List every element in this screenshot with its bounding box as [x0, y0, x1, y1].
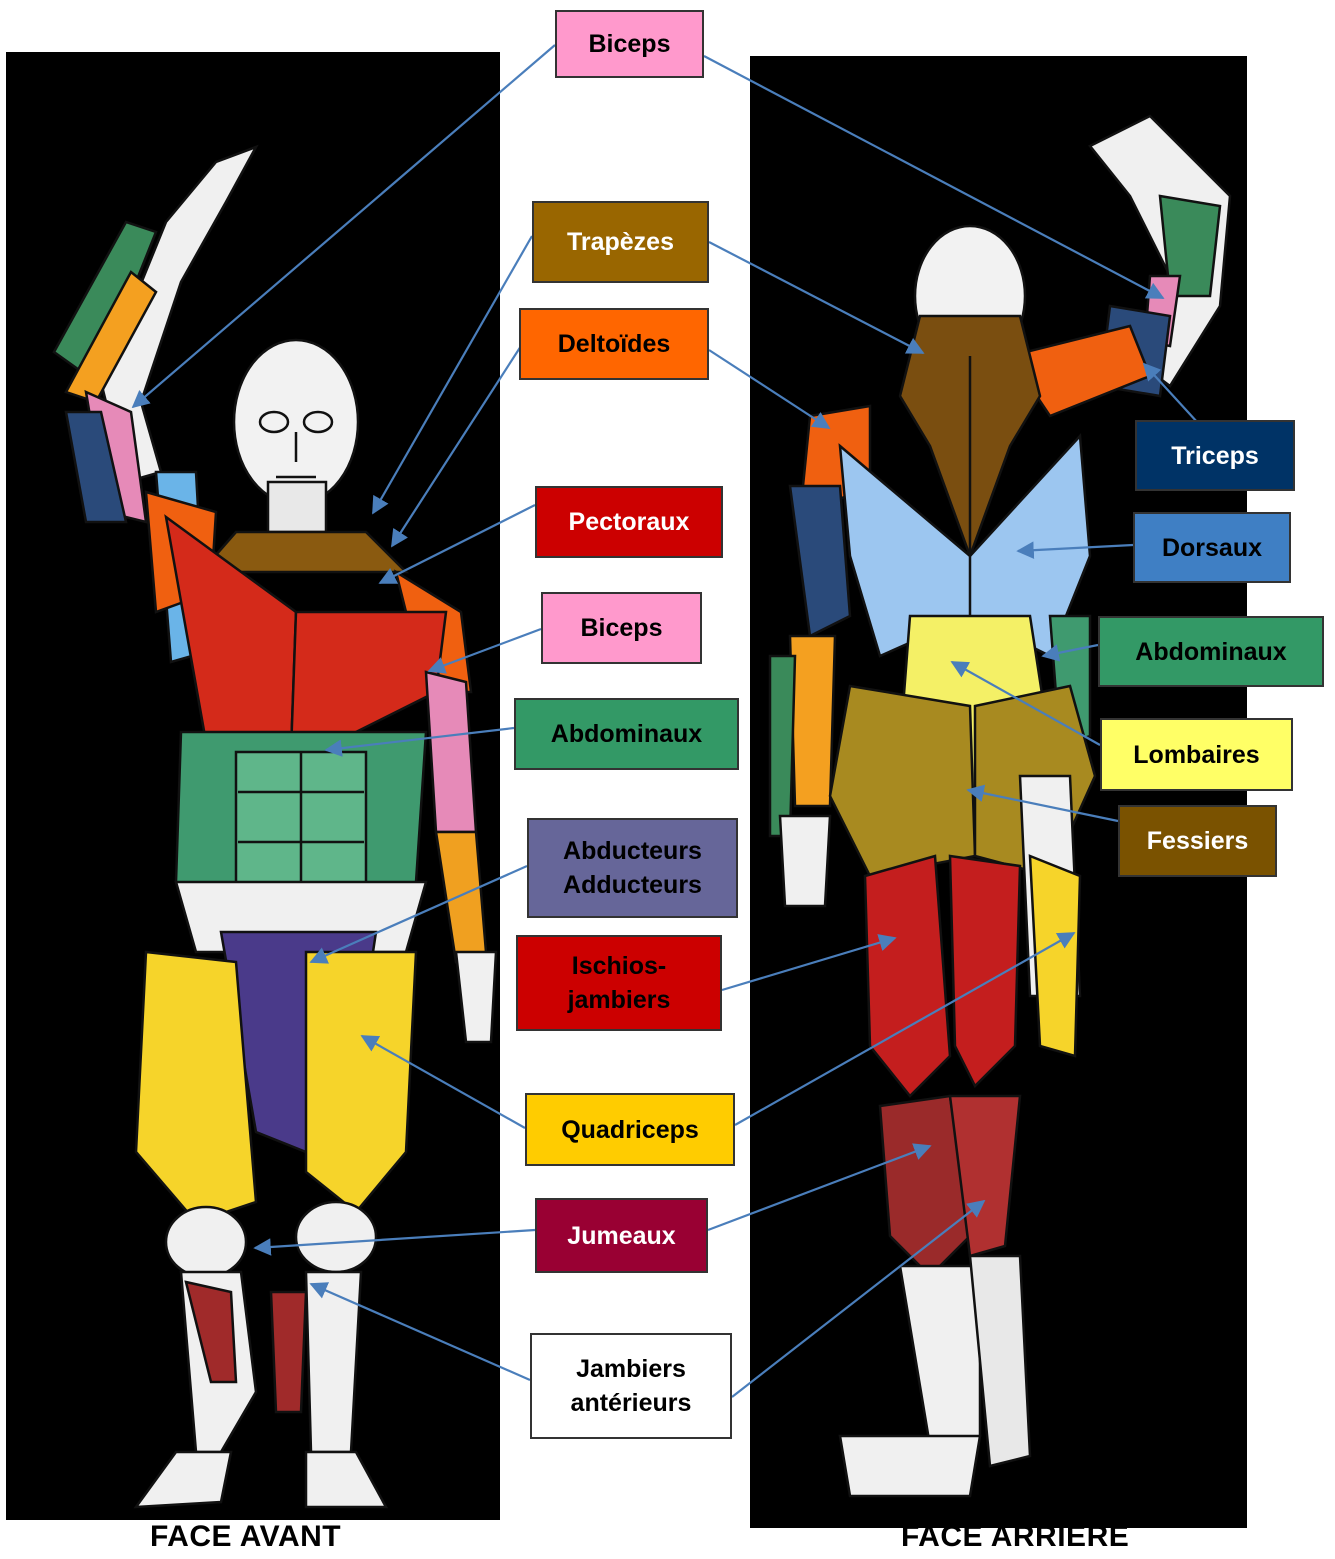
label-biceps-front: Biceps — [541, 592, 702, 664]
label-lombaires: Lombaires — [1100, 718, 1293, 791]
label-biceps-top: Biceps — [555, 10, 704, 78]
label-pectoraux: Pectoraux — [535, 486, 723, 558]
caption-face-avant: FACE AVANT — [150, 1520, 341, 1554]
label-trapezes: Trapèzes — [532, 201, 709, 283]
label-fessiers: Fessiers — [1118, 805, 1277, 877]
label-abducteurs-adducteurs: Abducteurs Adducteurs — [527, 818, 738, 918]
label-quadriceps: Quadriceps — [525, 1093, 735, 1166]
label-abdominaux-front: Abdominaux — [514, 698, 739, 770]
label-jambiers-anterieurs: Jambiers antérieurs — [530, 1333, 732, 1439]
label-dorsaux: Dorsaux — [1133, 512, 1291, 583]
label-abdominaux-back: Abdominaux — [1098, 616, 1324, 687]
label-triceps: Triceps — [1135, 420, 1295, 491]
back-figure-panel — [750, 56, 1247, 1528]
front-muscle-illustration — [6, 52, 500, 1520]
back-muscle-illustration — [750, 56, 1247, 1528]
label-jumeaux: Jumeaux — [535, 1198, 708, 1273]
caption-face-arriere: FACE ARRIERE — [901, 1520, 1129, 1554]
label-ischios-jambiers: Ischios- jambiers — [516, 935, 722, 1031]
label-deltoides: Deltoïdes — [519, 308, 709, 380]
front-figure-panel — [6, 52, 500, 1520]
